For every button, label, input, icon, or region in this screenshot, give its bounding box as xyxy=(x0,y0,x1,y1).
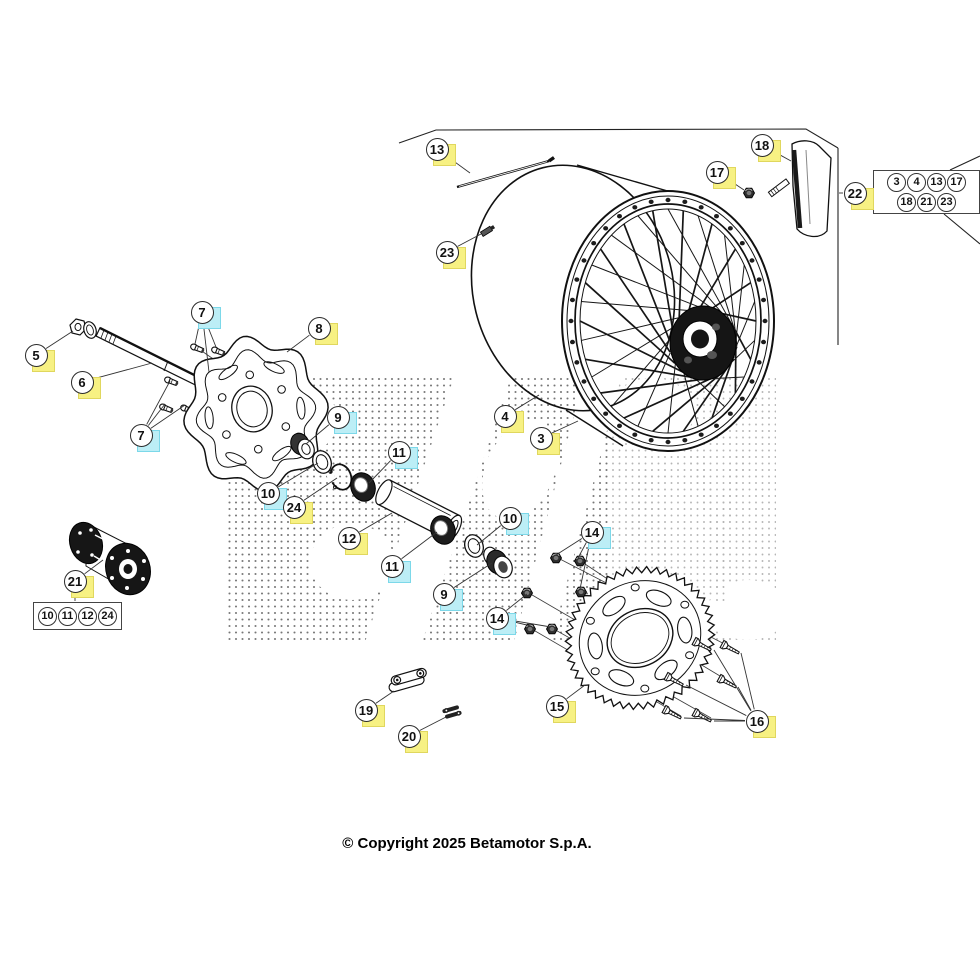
callout-21: 21 xyxy=(63,569,94,598)
callout-number: 19 xyxy=(354,698,378,722)
hub-part xyxy=(68,521,151,596)
callout-number: 16 xyxy=(745,709,769,733)
callout-20: 20 xyxy=(397,724,428,753)
callout-9: 9 xyxy=(432,582,463,611)
callout-number: 10 xyxy=(256,481,280,505)
rim-lock-flap xyxy=(767,140,832,238)
legend-number: 12 xyxy=(78,606,97,626)
callout-number: 22 xyxy=(843,181,867,205)
legend-number: 10 xyxy=(38,606,57,626)
axle-nut-washer xyxy=(69,318,97,339)
callout-14: 14 xyxy=(580,520,611,549)
legend-number: 13 xyxy=(927,172,946,192)
callout-4: 4 xyxy=(493,404,524,433)
callout-3: 3 xyxy=(529,426,560,455)
legend-number: 4 xyxy=(907,172,926,192)
callout-14: 14 xyxy=(485,606,516,635)
callout-7: 7 xyxy=(190,300,221,329)
callout-number: 10 xyxy=(498,506,522,530)
callout-number: 7 xyxy=(129,423,153,447)
callout-6: 6 xyxy=(70,370,101,399)
callout-9: 9 xyxy=(326,405,357,434)
legend-number: 18 xyxy=(897,192,916,212)
callout-number: 4 xyxy=(493,404,517,428)
callout-number: 11 xyxy=(380,554,404,578)
callout-number: 9 xyxy=(326,405,350,429)
callout-5: 5 xyxy=(24,343,55,372)
callout-16: 16 xyxy=(745,709,776,738)
legend-number: 3 xyxy=(887,172,906,192)
callout-10: 10 xyxy=(498,506,529,535)
callout-number: 18 xyxy=(750,133,774,157)
callout-number: 9 xyxy=(432,582,456,606)
rear-wheel xyxy=(470,164,775,452)
callout-12: 12 xyxy=(337,526,368,555)
callout-17: 17 xyxy=(705,160,736,189)
callout-number: 6 xyxy=(70,370,94,394)
callout-number: 14 xyxy=(485,606,509,630)
callout-number: 12 xyxy=(337,526,361,550)
callout-15: 15 xyxy=(545,694,576,723)
legend-number: 21 xyxy=(917,192,936,212)
callout-10: 10 xyxy=(256,481,287,510)
callout-8: 8 xyxy=(307,316,338,345)
callout-number: 5 xyxy=(24,343,48,367)
callout-22: 22 xyxy=(843,181,874,210)
callout-number: 15 xyxy=(545,694,569,718)
callout-number: 8 xyxy=(307,316,331,340)
valve xyxy=(479,225,496,237)
callout-11: 11 xyxy=(387,440,418,469)
callout-19: 19 xyxy=(354,698,385,727)
callout-23: 23 xyxy=(435,240,466,269)
callout-7: 7 xyxy=(129,423,160,452)
callout-number: 20 xyxy=(397,724,421,748)
callout-number: 11 xyxy=(387,440,411,464)
callout-18: 18 xyxy=(750,133,781,162)
callout-number: 14 xyxy=(580,520,604,544)
callout-number: 13 xyxy=(425,137,449,161)
frame-lines xyxy=(398,128,980,345)
callout-number: 24 xyxy=(282,495,306,519)
chain-link xyxy=(388,667,427,693)
legend-number: 23 xyxy=(937,192,956,212)
callout-number: 7 xyxy=(190,300,214,324)
wheel-hub xyxy=(669,305,737,381)
callout-number: 21 xyxy=(63,569,87,593)
brake-disc xyxy=(183,335,329,493)
spoke-part xyxy=(456,156,555,189)
callout-13: 13 xyxy=(425,137,456,166)
callout-11: 11 xyxy=(380,554,411,583)
chain-clip xyxy=(442,705,462,719)
legend-number: 17 xyxy=(947,172,966,192)
callout-number: 3 xyxy=(529,426,553,450)
copyright-text: © Copyright 2025 Betamotor S.p.A. xyxy=(342,835,592,852)
legend-number: 24 xyxy=(98,606,117,626)
callout-number: 23 xyxy=(435,240,459,264)
rim-lock-nut xyxy=(743,187,755,199)
callout-24: 24 xyxy=(282,495,313,524)
legend-number: 11 xyxy=(58,606,77,626)
sprocket xyxy=(564,565,716,711)
callout-number: 17 xyxy=(705,160,729,184)
